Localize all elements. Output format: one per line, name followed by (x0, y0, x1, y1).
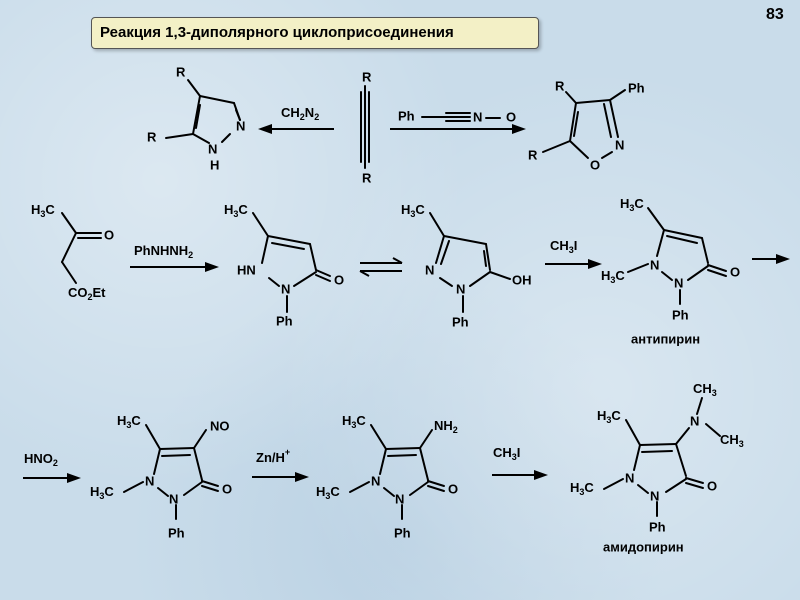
label-ph: Ph (168, 525, 185, 540)
label-n: N (145, 473, 154, 488)
label-hn: HN (237, 262, 256, 277)
label-h3c: H3C (597, 408, 621, 425)
label-o: O (590, 157, 600, 172)
label-h3c: H3C (620, 196, 644, 213)
label-n: N (650, 488, 659, 503)
pyrazolone: H3C HN N O Ph (224, 202, 344, 328)
label-o: O (222, 481, 232, 496)
label-n: N (690, 413, 699, 428)
nitroso-antipyrine: H3C NO N N O H3C Ph (90, 413, 232, 540)
label-h3c: H3C (117, 413, 141, 430)
label-h3c: H3C (401, 202, 425, 219)
label-n: N (473, 109, 482, 124)
isoxazole-product: R Ph N O R (528, 78, 645, 172)
arrow-to-isoxazole (390, 124, 526, 134)
page-number: 83 (766, 6, 784, 23)
label-n: N (169, 491, 178, 506)
label-h3c: H3C (570, 480, 594, 497)
reagent-phenylhydrazine: PhNHNH2 (134, 243, 193, 260)
label-ph: Ph (394, 525, 411, 540)
arrow-methyl-iodide: CH3I (492, 445, 548, 480)
arrow-nitrous-acid: HNO2 (23, 451, 81, 483)
arrow-phenylhydrazine: PhNHNH2 (130, 243, 219, 272)
label-ph: Ph (452, 314, 469, 329)
label-r: R (528, 147, 538, 162)
label-o: O (334, 272, 344, 287)
reagent-methyl-iodide: CH3I (550, 238, 577, 255)
label-h3c: H3C (316, 484, 340, 501)
amino-antipyrine: H3C NH2 N N O H3C Ph (316, 413, 458, 540)
reagent-methyl-iodide: CH3I (493, 445, 520, 462)
label-h3c: H3C (90, 484, 114, 501)
label-n: N (395, 491, 404, 506)
label-o: O (104, 227, 114, 242)
label-ph: Ph (398, 108, 415, 123)
reagent-nitrous-acid: HNO2 (24, 451, 58, 468)
acetoacetic-ester: H3C O CO2Et (31, 202, 114, 302)
label-h3c: H3C (224, 202, 248, 219)
label-r: R (176, 64, 186, 79)
label-n: N (281, 281, 290, 296)
label-h3c: H3C (342, 413, 366, 430)
alkyne: R R (360, 69, 372, 185)
label-o: O (730, 264, 740, 279)
label-r: R (147, 129, 157, 144)
label-ph: Ph (649, 519, 666, 534)
label-n: N (625, 470, 634, 485)
label-o: O (448, 481, 458, 496)
label-no: NO (210, 418, 230, 433)
label-n: N (674, 275, 683, 290)
label-n: N (615, 137, 624, 152)
antipyrine: H3C N N O H3C Ph антипирин (601, 196, 740, 346)
label-n: N (456, 281, 465, 296)
nitrile-oxide: Ph N O (398, 108, 516, 124)
pyrazole-product: R R N N H (147, 64, 245, 172)
label-r: R (555, 78, 565, 93)
label-h3c: H3C (601, 268, 625, 285)
label-ch3: CH3 (720, 432, 744, 449)
label-h3c: H3C (31, 202, 55, 219)
slide-title: Реакция 1,3-диполярного циклоприсоединен… (91, 17, 539, 49)
label-o: O (707, 478, 717, 493)
label-n: N (371, 473, 380, 488)
reagent-diazomethane: CH2N2 (281, 105, 319, 122)
equilibrium-arrows (359, 257, 403, 277)
label-ph: Ph (672, 307, 689, 322)
name-antipyrine: антипирин (631, 331, 700, 346)
name-amidopyrine: амидопирин (603, 539, 684, 554)
label-r: R (362, 69, 372, 84)
label-o: O (506, 109, 516, 124)
arrow-zinc-reduction: Zn/H+ (252, 447, 309, 482)
label-n: N (236, 118, 245, 133)
arrow-continue (752, 254, 790, 264)
label-ch3: CH3 (693, 381, 717, 398)
label-n: N (425, 262, 434, 277)
label-n: N (650, 257, 659, 272)
label-n: N (208, 141, 217, 156)
label-co2et: CO2Et (68, 285, 106, 302)
reagent-zinc-acid: Zn/H+ (256, 447, 290, 465)
label-h: H (210, 157, 219, 172)
label-ph: Ph (276, 313, 293, 328)
amidopyrine: H3C N CH3 CH3 N N O H3C Ph амидопирин (570, 381, 744, 554)
arrow-methyl-iodide: CH3I (545, 238, 602, 269)
label-nh2: NH2 (434, 418, 458, 435)
label-ph: Ph (628, 80, 645, 95)
hydroxypyrazole: H3C N N OH Ph (401, 202, 532, 329)
label-r: R (362, 170, 372, 185)
arrow-diazomethane: CH2N2 (258, 105, 334, 134)
label-oh: OH (512, 272, 532, 287)
